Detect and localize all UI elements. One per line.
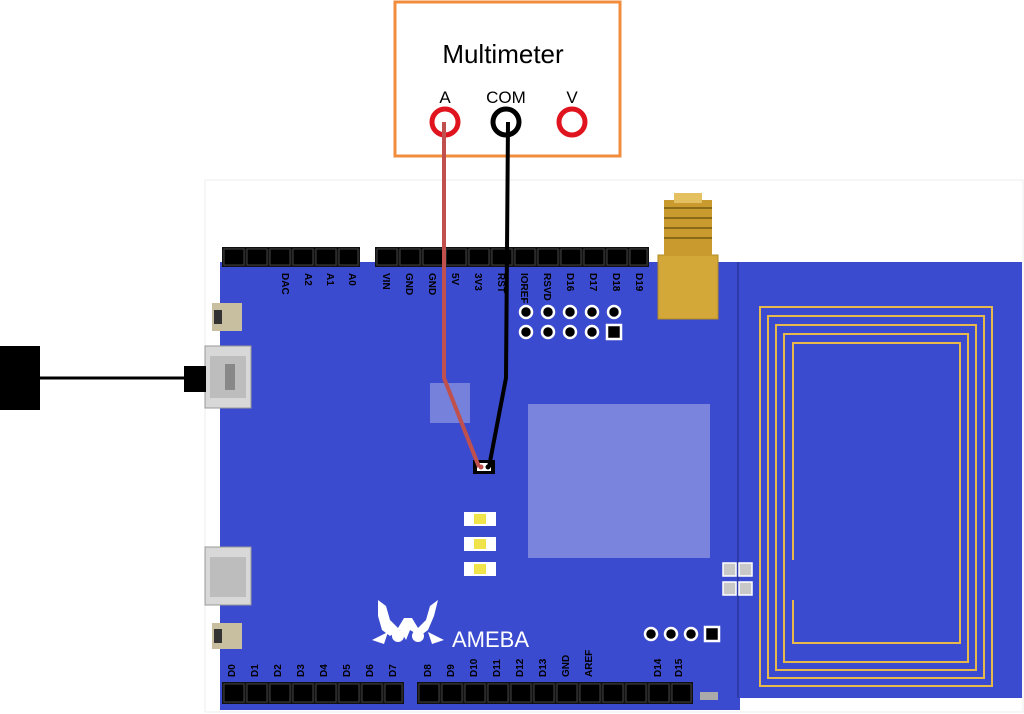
header-bottom-right xyxy=(417,682,693,704)
usb-port-bottom xyxy=(204,546,252,606)
multimeter-title: Multimeter xyxy=(442,39,564,69)
bottom-right-pin-labels: D8 D9 D10 D11 D12 D13 GND AREF D14 D15 xyxy=(423,650,685,677)
pin-label: DAC xyxy=(279,273,290,295)
usb-port-top xyxy=(204,345,252,409)
pin-label: GND xyxy=(403,273,414,295)
pin-label: D14 xyxy=(653,658,664,677)
pin-label: D4 xyxy=(319,664,330,677)
pin-label: RSVD xyxy=(541,273,552,301)
pin-label: D18 xyxy=(610,273,621,292)
header-top-left xyxy=(222,247,360,267)
board-outline xyxy=(204,179,1024,713)
status-leds xyxy=(464,512,496,576)
pin-label: D16 xyxy=(564,273,575,292)
nfc-antenna-traces xyxy=(759,306,993,687)
header-top-right xyxy=(375,247,649,267)
bottom-left-pin-labels: D0 D1 D2 D3 D4 D5 D6 D7 xyxy=(227,664,399,677)
pin-label: 3V3 xyxy=(472,273,483,291)
pin-label: D8 xyxy=(423,664,434,677)
pin-label: D7 xyxy=(388,664,399,677)
main-module xyxy=(528,404,710,558)
top-right-pin-labels: VIN GND GND 5V 3V3 RST IOREF RSVD D16 D1… xyxy=(380,273,644,304)
side-tab-bottom xyxy=(212,623,242,649)
red-probe-wire xyxy=(442,122,481,468)
bottom-pad xyxy=(700,692,718,700)
usb-cable xyxy=(0,346,206,410)
pin-label: A2 xyxy=(302,273,313,286)
pin-label: D1 xyxy=(250,664,261,677)
side-tab-top xyxy=(212,303,242,331)
pin-holes-bottom xyxy=(643,625,721,643)
terminal-a-label: A xyxy=(439,88,451,107)
pin-label: AREF xyxy=(584,650,595,677)
pin-label: D12 xyxy=(515,658,526,677)
terminal-v-label: V xyxy=(566,88,578,107)
antenna-pads xyxy=(722,562,753,596)
pin-label: D2 xyxy=(273,664,284,677)
pin-label: A1 xyxy=(324,273,335,286)
pin-label: D15 xyxy=(674,658,685,677)
pin-label: GND xyxy=(561,655,572,677)
pin-label: RST xyxy=(495,273,506,293)
sma-antenna-connector xyxy=(657,193,719,320)
pin-label: D5 xyxy=(342,664,353,677)
crab-logo xyxy=(372,600,444,644)
pin-label: GND xyxy=(426,273,437,295)
pin-label: D9 xyxy=(446,664,457,677)
pin-label: D10 xyxy=(469,658,480,677)
black-probe-wire xyxy=(487,121,510,468)
antenna-area xyxy=(738,262,1022,698)
pin-label: A0 xyxy=(346,273,357,286)
board-name-label: AMEBA xyxy=(452,627,529,652)
pin-label: VIN xyxy=(380,273,391,290)
pin-label: D13 xyxy=(538,658,549,677)
pin-label: D11 xyxy=(492,659,503,677)
pin-label: D6 xyxy=(365,664,376,677)
pin-label: 5V xyxy=(449,273,460,286)
terminal-v-jack xyxy=(556,106,588,138)
terminal-com-label: COM xyxy=(486,88,526,107)
top-left-pin-labels: DAC A2 A1 A0 xyxy=(279,273,357,295)
pin-label: D17 xyxy=(587,273,598,292)
pin-label: D3 xyxy=(296,664,307,677)
pin-holes-top xyxy=(518,304,623,341)
pin-label: D19 xyxy=(633,273,644,292)
header-bottom-left xyxy=(222,682,404,704)
pin-label: IOREF xyxy=(518,273,529,304)
pin-label: D0 xyxy=(227,664,238,677)
